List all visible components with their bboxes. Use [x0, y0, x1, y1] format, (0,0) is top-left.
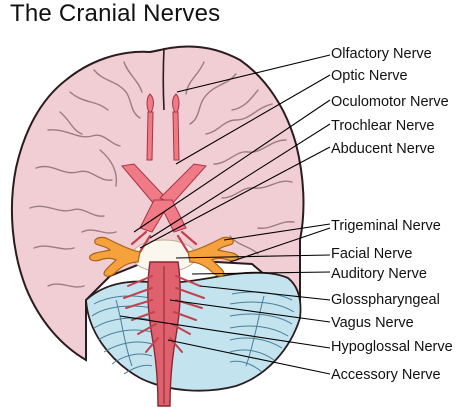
label-facial-nerve: Facial Nerve — [331, 246, 413, 262]
gyri-pattern — [29, 61, 295, 288]
longitudinal-fissure — [162, 47, 165, 111]
label-glosspharyngeal: Glosspharyngeal — [331, 292, 440, 308]
label-optic-nerve: Optic Nerve — [331, 68, 408, 84]
cerebellum — [85, 271, 302, 392]
label-hypoglossal-nerve: Hypoglossal Nerve — [331, 339, 453, 355]
diagram-title: The Cranial Nerves — [10, 0, 221, 27]
label-trochlear-nerve: Trochlear Nerve — [331, 118, 435, 134]
label-vagus-nerve: Vagus Nerve — [331, 315, 414, 331]
label-trigeminal-nerve: Trigeminal Nerve — [331, 218, 441, 234]
label-abducent-nerve: Abducent Nerve — [331, 141, 435, 157]
label-oculomotor-nerve: Oculomotor Nerve — [331, 94, 449, 110]
optic-chiasm — [121, 163, 207, 233]
label-olfactory-nerve: Olfactory Nerve — [331, 46, 432, 62]
olfactory-nerves — [146, 93, 180, 161]
midbrain-nerves — [130, 230, 198, 254]
label-auditory-nerve: Auditory Nerve — [331, 266, 427, 282]
label-accessory-nerve: Accessory Nerve — [331, 367, 441, 383]
leader-lines — [119, 54, 331, 375]
